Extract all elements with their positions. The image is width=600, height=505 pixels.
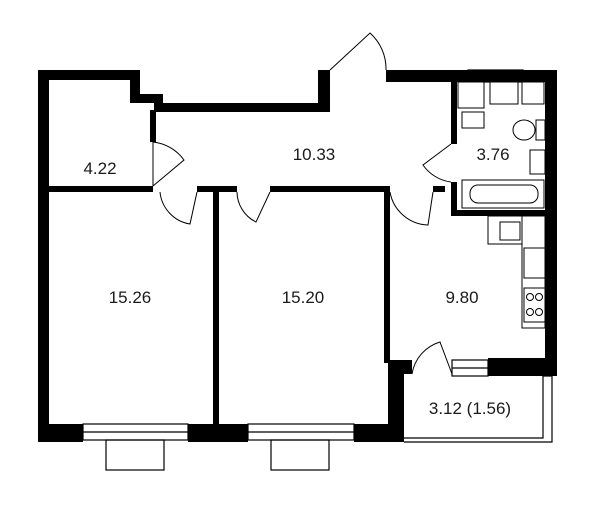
window-bed2-sill: [270, 439, 330, 471]
wall-bed2-right: [384, 188, 390, 363]
room-label-bathroom: 3.76: [476, 145, 509, 164]
wall-bottom-2: [188, 424, 248, 442]
balcony-frame: [404, 375, 553, 443]
wall-balcony-top: [388, 360, 412, 374]
door-storage: [152, 141, 185, 187]
fridge-icon: [523, 247, 546, 279]
wall-storage-right: [150, 110, 156, 142]
room-labels: 4.22 10.33 3.76 15.26 15.20 9.80 3.12 (1…: [83, 145, 511, 418]
toilet-tank: [535, 119, 546, 141]
kitchen-sink-basin: [499, 221, 521, 241]
room-label-balcony: 3.12 (1.56): [429, 399, 511, 418]
room-label-hall: 10.33: [293, 145, 336, 164]
wall-hall-bottom-b: [270, 186, 390, 192]
sink-small: [529, 149, 546, 175]
window-bed1-sill: [105, 439, 165, 471]
wall-left: [38, 70, 49, 442]
wall-hall-bottom-a: [197, 186, 237, 192]
burner-4: [535, 308, 543, 316]
wall-bath-bottom: [451, 210, 551, 216]
toilet-icon: [512, 119, 536, 141]
wall-bath-left-low: [451, 182, 457, 216]
room-label-bedroom-left: 15.26: [109, 288, 152, 307]
door-kitchen: [389, 191, 434, 226]
doors: [152, 32, 453, 375]
bathtub-inner: [469, 184, 539, 204]
washing-machine: [457, 81, 485, 109]
bath-cabinet: [489, 81, 519, 105]
door-bed1: [159, 191, 198, 225]
stove-icon: [523, 287, 546, 323]
door-balcony: [411, 341, 453, 375]
wall-step-3: [154, 94, 163, 111]
wall-step-2: [130, 94, 162, 103]
walls: [38, 70, 557, 442]
wall-hall-notch: [318, 70, 330, 112]
wall-bath-left: [451, 80, 457, 144]
wall-hall-top: [154, 103, 330, 112]
room-label-bedroom-center: 15.20: [282, 288, 325, 307]
wall-bed1-right: [213, 188, 219, 426]
door-bed2: [236, 191, 271, 223]
balcony-outline: [404, 375, 553, 443]
wall-storage-bottom: [49, 186, 153, 192]
burner-1: [526, 293, 534, 301]
shelf: [521, 81, 545, 105]
burner-3: [526, 308, 534, 316]
wall-top-left: [38, 70, 138, 80]
cabinet-low: [461, 111, 485, 129]
room-label-storage: 4.22: [83, 159, 116, 178]
wall-balcony-left: [388, 360, 404, 442]
burner-2: [535, 293, 543, 301]
door-bath: [422, 143, 452, 183]
wall-bottom-1: [38, 424, 83, 442]
room-label-kitchen: 9.80: [445, 288, 478, 307]
wall-hall-bottom-c: [433, 186, 445, 192]
wall-right-lower: [488, 358, 557, 376]
wall-right: [545, 70, 557, 370]
wall-step-1: [130, 70, 140, 102]
bathroom-fixtures: [457, 81, 546, 209]
door-entrance: [329, 32, 387, 71]
kitchen-fixtures: [487, 215, 546, 329]
